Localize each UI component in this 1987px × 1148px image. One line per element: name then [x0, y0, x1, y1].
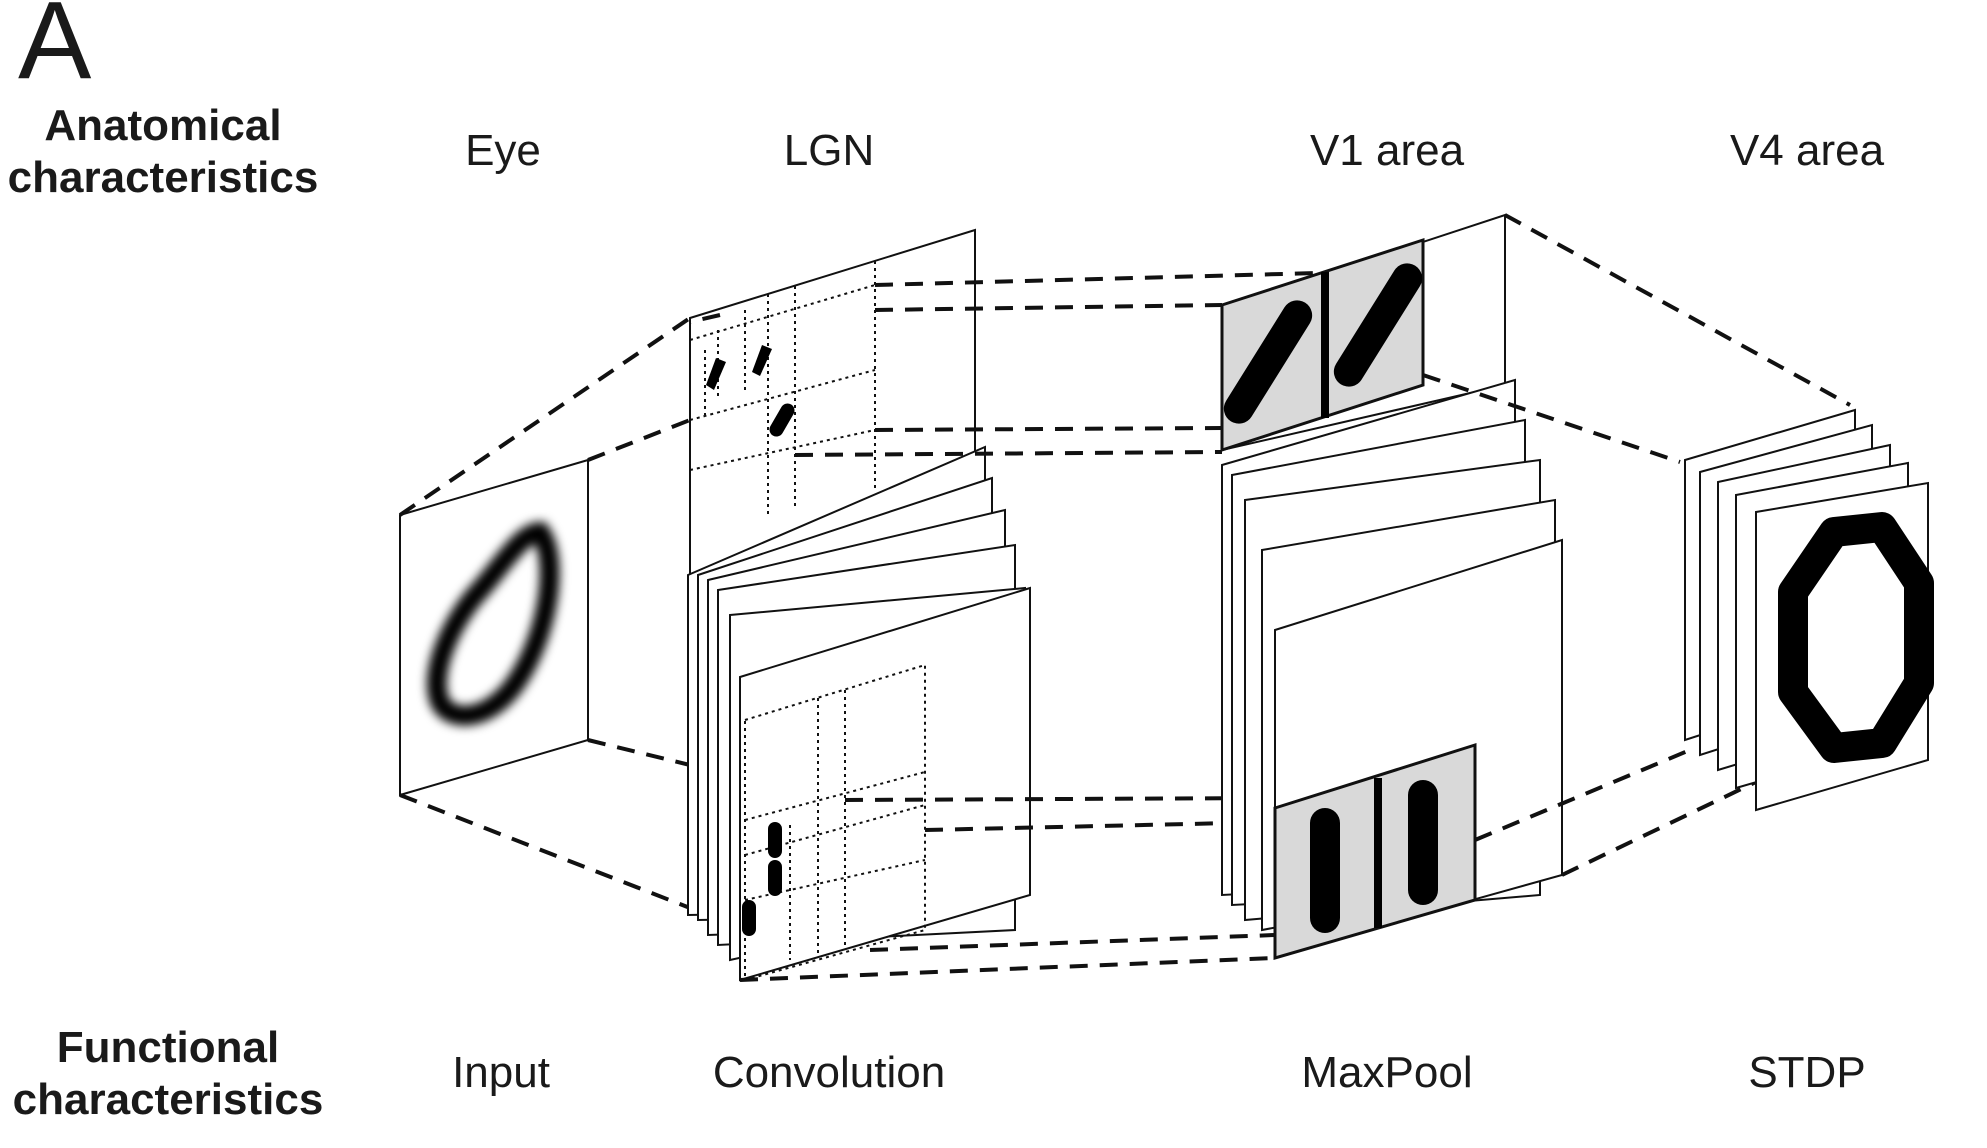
v1-v4-connections: [1422, 213, 1851, 877]
convolution-sheet: [739, 586, 1031, 982]
oriented-bar-icon: [1333, 263, 1423, 387]
input-image: [399, 458, 589, 797]
v1-layer: [1220, 213, 1563, 960]
stage-v1-label: V1 area: [1309, 126, 1465, 175]
lgn-layer: [687, 228, 1031, 982]
functional-row-heading: Functional characteristics: [5, 1022, 331, 1126]
stage-convolution-label: Convolution: [712, 1048, 946, 1097]
input-plane: [399, 458, 589, 797]
oriented-bar-icon: [769, 403, 795, 437]
anatomical-row-heading: Anatomical characteristics: [0, 100, 326, 204]
functional-heading-line2: characteristics: [12, 1075, 324, 1124]
eye-lgn-connections: [398, 316, 692, 910]
convolution-features: [742, 822, 782, 936]
anatomical-heading-line2: characteristics: [7, 153, 319, 202]
maxpool-filter-bars: [1310, 780, 1438, 933]
v4-layer: [1684, 408, 1934, 812]
digit-zero-icon: [426, 521, 560, 726]
anatomical-heading-line1: Anatomical: [44, 101, 282, 150]
oriented-bar-icon: [1223, 300, 1313, 424]
stage-maxpool-label: MaxPool: [1301, 1048, 1473, 1097]
vertical-bar-icon: [768, 860, 782, 896]
octagon-shape-icon: [1778, 512, 1934, 763]
lgn-v1-connections: [739, 271, 1319, 982]
vertical-bar-icon: [768, 822, 782, 858]
stage-v4-label: V4 area: [1729, 126, 1885, 175]
stage-eye-label: Eye: [465, 126, 541, 175]
panel-label: A: [18, 0, 92, 102]
functional-heading-line1: Functional: [56, 1023, 280, 1072]
vertical-bar-icon: [1310, 808, 1340, 933]
stage-lgn-label: LGN: [783, 126, 875, 175]
stage-input-label: Input: [452, 1048, 550, 1097]
vertical-bar-icon: [742, 900, 756, 936]
v1-filter-bars: [1223, 263, 1423, 424]
vertical-bar-icon: [1408, 780, 1438, 905]
stage-stdp-label: STDP: [1748, 1048, 1866, 1097]
oriented-bar-icon: [752, 345, 772, 376]
oriented-bar-icon: [706, 358, 726, 390]
lgn-edge-features: [706, 345, 795, 437]
